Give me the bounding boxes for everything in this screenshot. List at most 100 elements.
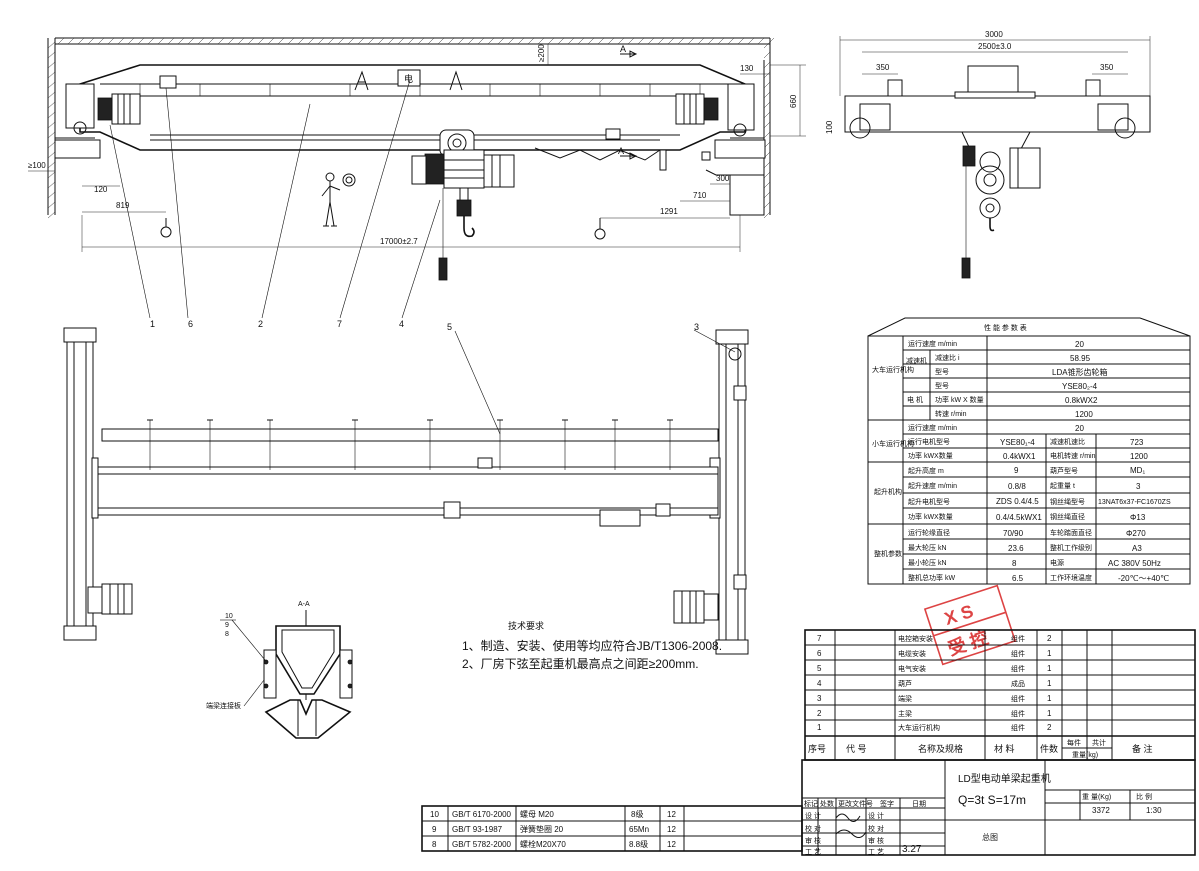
bolt-qty-1: 12 xyxy=(667,825,676,834)
dim-left-clear: ≥100 xyxy=(28,161,46,170)
gen-r3-b: 6.5 xyxy=(1012,574,1024,583)
hatch-line xyxy=(47,41,56,49)
dim-130: 130 xyxy=(740,64,754,73)
hatch-line xyxy=(157,37,165,45)
hatch-line xyxy=(397,37,405,45)
hoist-r2-c: 钢丝绳型号 xyxy=(1050,497,1085,506)
gen-r2-d: AC 380V 50Hz xyxy=(1108,559,1161,568)
callout-1: 1 xyxy=(150,319,155,329)
hatch-line xyxy=(77,37,85,45)
trolley-motor: YSE80₁-4 xyxy=(1000,438,1035,447)
perf-r3-val: YSE80₂-4 xyxy=(1062,382,1098,391)
gen-r2-c: 电源 xyxy=(1050,558,1064,567)
bolts-list: 10 GB/T 6170-2000 螺母 M20 8级 12 9 GB/T 93… xyxy=(421,805,803,852)
hatch-line xyxy=(763,201,771,209)
gen-r1-d: A3 xyxy=(1132,544,1142,553)
hatch-line xyxy=(617,37,625,45)
section-mark-9: 9 xyxy=(225,622,229,629)
gen-r3-d: -20℃～+40℃ xyxy=(1118,574,1169,583)
part-no-2: 5 xyxy=(817,664,822,673)
gen-r1-c: 整机工作级别 xyxy=(1050,543,1092,552)
trolley-rpm: 1200 xyxy=(1130,452,1148,461)
hatch-line xyxy=(763,131,771,139)
hatch-line xyxy=(257,37,265,45)
callout-leaders-top xyxy=(109,79,441,319)
trolley-power-label: 功率 kWX数量 xyxy=(908,451,953,460)
perf-r1-sub: 减速机 xyxy=(906,356,927,365)
hatch-line xyxy=(727,37,735,45)
hoist-r2-a: 起升电机型号 xyxy=(908,497,950,506)
hatch-line xyxy=(47,91,56,99)
parts-h-totalw: 共计 xyxy=(1092,738,1106,747)
hatch-line xyxy=(117,37,125,45)
perf-r4-name: 功率 kW X 数量 xyxy=(935,395,984,404)
parts-h-unitw: 每件 xyxy=(1067,738,1081,747)
hatch-line xyxy=(447,37,455,45)
part-mat-3: 成品 xyxy=(1011,679,1025,688)
perf-r3-name: 型号 xyxy=(935,381,949,390)
hatch-line xyxy=(317,37,325,45)
section-mark-10: 10 xyxy=(225,613,233,620)
part-no-5: 2 xyxy=(817,709,822,718)
bolt-name-2: 螺栓M20X70 xyxy=(520,839,566,849)
hatch-line xyxy=(627,37,635,45)
hatch-line xyxy=(707,37,715,45)
stamp-line2: 受 控 xyxy=(945,627,990,660)
hatch-line xyxy=(763,121,771,129)
hatch-line xyxy=(647,37,655,45)
sheet-label: 总图 xyxy=(982,832,998,842)
role-0: 设 计 xyxy=(805,811,821,820)
hoist-r3-a: 功率 kWX数量 xyxy=(908,512,953,521)
gen-r1-a: 最大轮压 kN xyxy=(908,543,947,552)
perf-r0-name: 运行速度 m/min xyxy=(908,339,957,348)
hatch-line xyxy=(47,201,56,209)
dim-1291: 1291 xyxy=(660,207,678,216)
section-mark-a-bot: A xyxy=(618,146,624,156)
hoist-r0-b: 9 xyxy=(1014,466,1019,475)
hatch-line xyxy=(763,181,771,189)
hatch-line xyxy=(657,37,665,45)
dim-120: 120 xyxy=(94,185,108,194)
trolley-rpm-label: 电机转速 r/min xyxy=(1050,451,1096,460)
section-a-a: A-A 10 9 8 端梁连接板 xyxy=(206,601,353,739)
part-mat-1: 组件 xyxy=(1011,649,1025,658)
part-mat-0: 组件 xyxy=(1011,634,1025,643)
hatch-line xyxy=(247,37,255,45)
hatch-line xyxy=(497,37,505,45)
hatch-line xyxy=(217,37,225,45)
role-3b: 工 艺 xyxy=(868,848,884,856)
scale-label: 比 例 xyxy=(1136,792,1152,801)
hatch-line xyxy=(47,101,56,109)
sign-col-4: 日期 xyxy=(912,800,926,808)
trolley-power: 0.4kWX1 xyxy=(1003,452,1036,461)
hatch-line xyxy=(107,37,115,45)
part-no-0: 7 xyxy=(817,634,822,643)
dim-710: 710 xyxy=(693,191,707,200)
hatch-line xyxy=(47,141,56,149)
side-dim-3000: 3000 xyxy=(985,30,1003,39)
parts-h-remark: 备 注 xyxy=(1132,743,1153,754)
hoist-r3-b: 0.4/4.5kWX1 xyxy=(996,513,1042,522)
callout-4: 4 xyxy=(399,319,404,329)
side-elevation: 3000 2500±3.0 350 350 100 xyxy=(825,30,1151,279)
hatch-line xyxy=(667,37,675,45)
hatch-line xyxy=(47,151,56,159)
parts-h-qty: 件数 xyxy=(1040,743,1058,754)
hatch-line xyxy=(763,101,771,109)
hatch-line xyxy=(197,37,205,45)
stamp-line1: X S xyxy=(942,601,976,629)
role-3: 工 艺 xyxy=(805,848,821,856)
hatch-line xyxy=(307,37,315,45)
part-qty-6: 2 xyxy=(1047,723,1052,732)
hatch-line xyxy=(467,37,475,45)
hatch-line xyxy=(697,37,705,45)
svg-text:电: 电 xyxy=(404,73,413,84)
perf-r5-name: 转速 r/min xyxy=(935,409,967,418)
signature-2 xyxy=(835,829,867,838)
hoist-r0-c: 葫芦型号 xyxy=(1050,466,1078,475)
trolley-speed-label: 运行速度 m/min xyxy=(908,423,957,432)
hatch-line xyxy=(47,61,56,69)
roof-hatch xyxy=(55,37,775,45)
hatch-line xyxy=(507,37,515,45)
